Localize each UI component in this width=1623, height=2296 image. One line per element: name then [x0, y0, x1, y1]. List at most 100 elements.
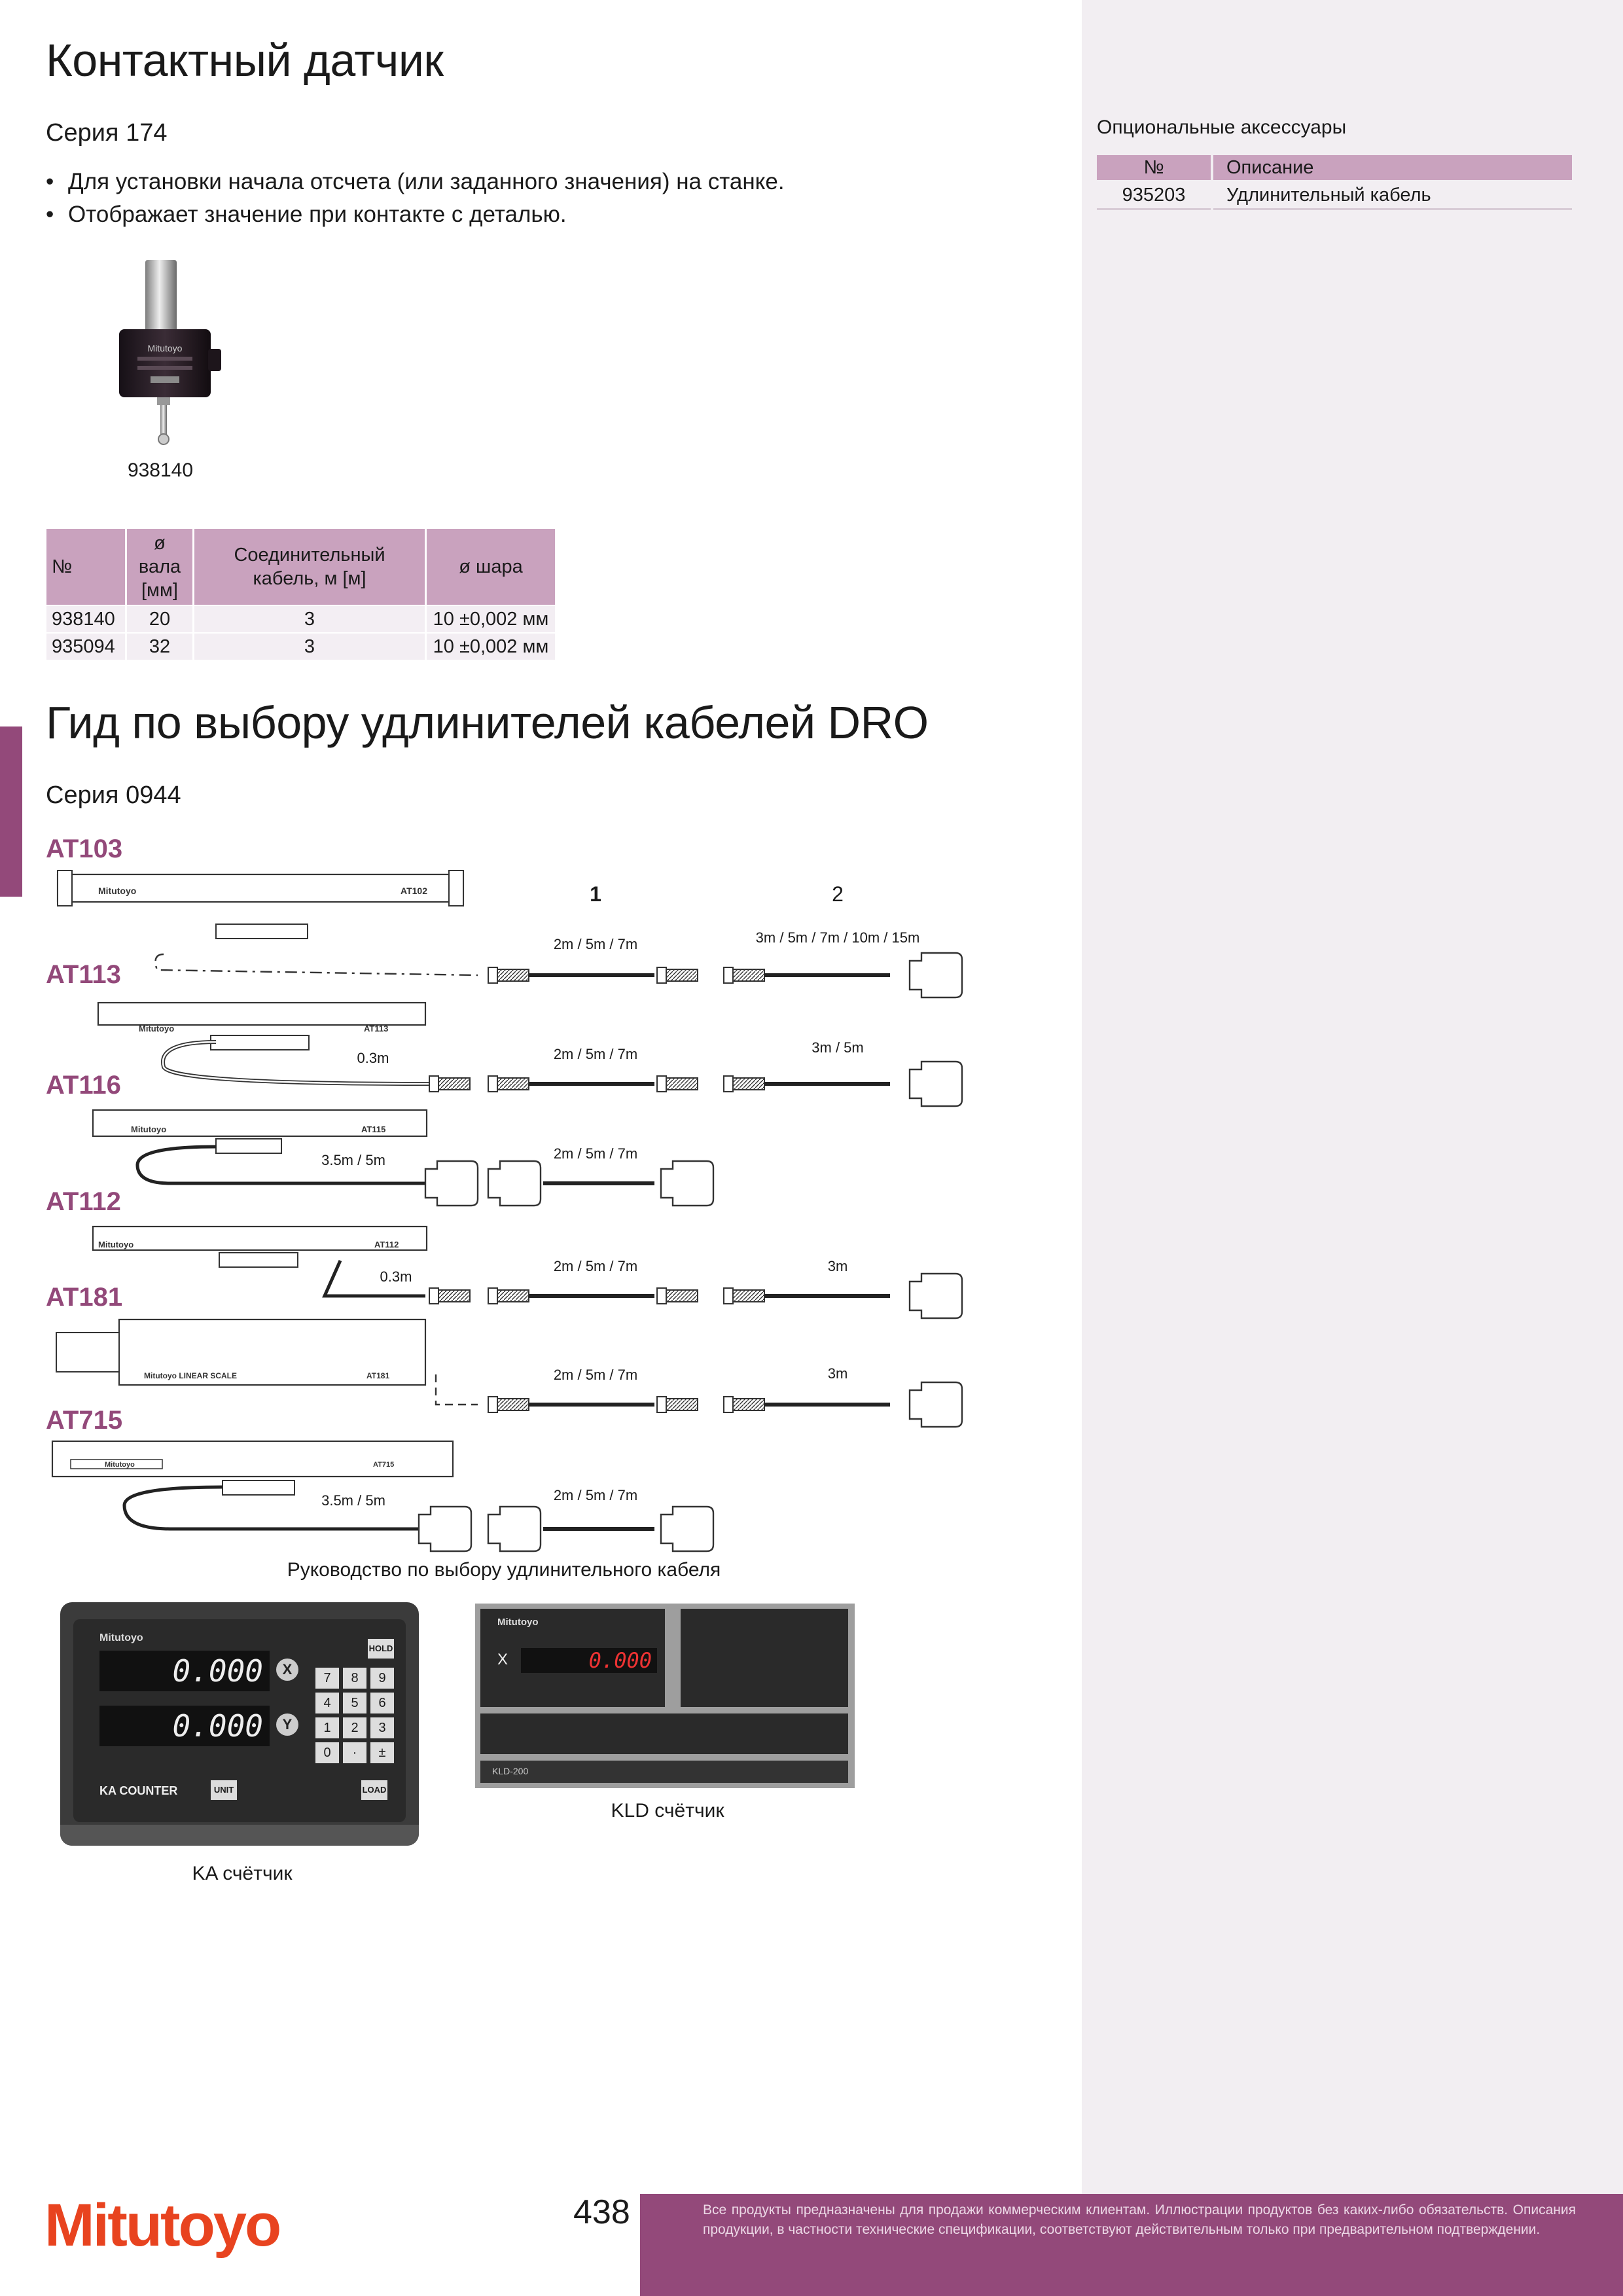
ka-key: 3: [370, 1717, 394, 1738]
ka-hold-key: HOLD: [368, 1639, 394, 1659]
scale-at112: Mitutoyo AT112: [92, 1225, 428, 1298]
ka-axis-y-key: Y: [276, 1713, 298, 1736]
kld-brand-label: Mitutoyo: [497, 1617, 539, 1628]
kld-readout: 0.000: [521, 1648, 657, 1673]
table-row: 938140 20 3 10 ±0,002 мм: [46, 606, 555, 632]
ka-key: ±: [370, 1742, 394, 1763]
cable-length-label: 2m / 5m / 7m: [553, 1046, 638, 1062]
footer-band: [640, 2194, 1623, 2296]
kld-axis-label: X: [497, 1651, 508, 1668]
section-tab-marker: [0, 726, 22, 897]
table-row: 935203 Удлинительный кабель: [1097, 182, 1572, 210]
table-cell: Удлинительный кабель: [1213, 182, 1572, 210]
table-cell: 935203: [1097, 182, 1211, 210]
cable-length-label: 2m / 5m / 7m: [553, 1487, 638, 1503]
ka-readout-x: 0.000: [99, 1651, 270, 1691]
model-label-at113: AT113: [46, 960, 121, 989]
scale-brand: Mitutoyo: [105, 1461, 135, 1469]
column-label-1: 1: [590, 882, 601, 906]
product-caption: 938140: [127, 459, 194, 481]
table-header-cell: ø вала [мм]: [127, 529, 192, 605]
table-header-cell: Описание: [1213, 155, 1572, 180]
kld-counter-caption: KLD счётчик: [611, 1800, 724, 1821]
lead-length-label: 0.3m: [357, 1050, 389, 1066]
ka-brand-label: Mitutoyo: [99, 1632, 143, 1643]
cable-length-label: 3m: [827, 1365, 848, 1382]
scale-brand: Mitutoyo LINEAR SCALE: [144, 1371, 237, 1380]
ka-key: 6: [370, 1693, 394, 1713]
probe-brand-label: Mitutoyo: [148, 343, 183, 353]
ka-readout-y: 0.000: [99, 1706, 270, 1746]
scale-at116: Mitutoyo AT115: [92, 1109, 428, 1185]
ka-key: 0: [315, 1742, 339, 1763]
table-cell: 32: [127, 634, 192, 660]
scale-at113: Mitutoyo AT113: [97, 1001, 433, 1086]
table-cell: 10 ±0,002 мм: [427, 606, 555, 632]
cable-run-row6: [418, 1505, 715, 1552]
scale-brand: Mitutoyo: [98, 1240, 134, 1249]
lead-length-label: 3.5m / 5m: [321, 1492, 385, 1509]
scale-at103: Mitutoyo AT102: [56, 870, 478, 977]
kld-counter-image: Mitutoyo X 0.000 KLD-200: [475, 1604, 855, 1788]
lead-length-label: 0.3m: [380, 1268, 412, 1285]
cable-run-row4: [429, 1272, 963, 1319]
lead-length-label: 3.5m / 5m: [321, 1152, 385, 1168]
model-label-at715: AT715: [46, 1406, 123, 1435]
page-number: 438: [573, 2193, 630, 2231]
feature-item: Отображает значение при контакте с детал…: [46, 198, 785, 231]
scale-brand: Mitutoyo: [139, 1024, 174, 1033]
cable-length-label: 2m / 5m / 7m: [553, 1145, 638, 1162]
table-header-cell: №: [46, 529, 125, 605]
scale-brand: Mitutoyo: [98, 886, 136, 896]
ka-load-key: LOAD: [361, 1780, 387, 1800]
cable-length-label: 3m / 5m / 7m / 10m / 15m: [755, 929, 920, 946]
model-label-at181: AT181: [46, 1283, 123, 1312]
right-sidebar-panel: [1082, 0, 1623, 2296]
table-cell: 20: [127, 606, 192, 632]
cable-length-label: 3m: [827, 1258, 848, 1274]
spec-table: № ø вала [мм] Соединительный кабель, м […: [45, 528, 557, 661]
cable-length-label: 2m / 5m / 7m: [553, 1367, 638, 1383]
scale-brand: Mitutoyo: [131, 1124, 166, 1134]
ka-key: 2: [343, 1717, 366, 1738]
scale-model-tag: AT181: [366, 1371, 389, 1380]
table-header-row: № Описание: [1097, 155, 1572, 180]
feature-item: Для установки начала отсчета (или заданн…: [46, 166, 785, 198]
model-label-at112: AT112: [46, 1187, 121, 1216]
table-header-cell: Соединительный кабель, м [м]: [194, 529, 425, 605]
scale-model-tag: AT115: [361, 1124, 385, 1134]
touch-probe-image: Mitutoyo: [119, 260, 221, 445]
model-label-at116: AT116: [46, 1071, 121, 1100]
cable-run-row5: [488, 1381, 963, 1428]
series-label-174: Серия 174: [46, 119, 168, 147]
cable-length-label: 2m / 5m / 7m: [553, 936, 638, 952]
ka-key: 9: [370, 1668, 394, 1689]
ka-counter-caption: KA счётчик: [192, 1863, 293, 1884]
section-title-touch-probe: Контактный датчик: [46, 35, 444, 86]
ka-key: 4: [315, 1693, 339, 1713]
table-cell: 938140: [46, 606, 125, 632]
scale-at181: Mitutoyo LINEAR SCALE AT181: [56, 1318, 478, 1406]
ka-key: 5: [343, 1693, 366, 1713]
cable-selection-diagram: Mitutoyo AT102 Mitutoyo AT113 Mitutoyo A…: [51, 870, 963, 1552]
table-row: 935094 32 3 10 ±0,002 мм: [46, 634, 555, 660]
scale-model-tag: AT113: [364, 1024, 388, 1033]
section-title-cable-guide: Гид по выбору удлинителей кабелей DRO: [46, 697, 929, 748]
ka-axis-x-key: X: [276, 1659, 298, 1681]
cable-run-row2: [429, 1060, 963, 1107]
scale-model-tag: AT112: [374, 1240, 399, 1249]
ka-key: 1: [315, 1717, 339, 1738]
accessories-title: Опциональные аксессуары: [1097, 117, 1347, 138]
ka-key: 7: [315, 1668, 339, 1689]
ka-keypad: 7 8 9 4 5 6 1 2 3 0 · ±: [315, 1668, 394, 1763]
table-header-row: № ø вала [мм] Соединительный кабель, м […: [46, 529, 555, 605]
column-label-2: 2: [832, 882, 844, 906]
diagram-caption: Руководство по выбору удлинительного каб…: [287, 1559, 721, 1581]
cable-length-label: 3m / 5m: [812, 1039, 864, 1056]
mitutoyo-logo: Mitutoyo: [45, 2192, 281, 2259]
series-label-0944: Серия 0944: [46, 781, 181, 809]
cable-run-row1: [488, 952, 963, 999]
cable-length-label: 2m / 5m / 7m: [553, 1258, 638, 1274]
table-header-cell: №: [1097, 155, 1211, 180]
ka-key: 8: [343, 1668, 366, 1689]
